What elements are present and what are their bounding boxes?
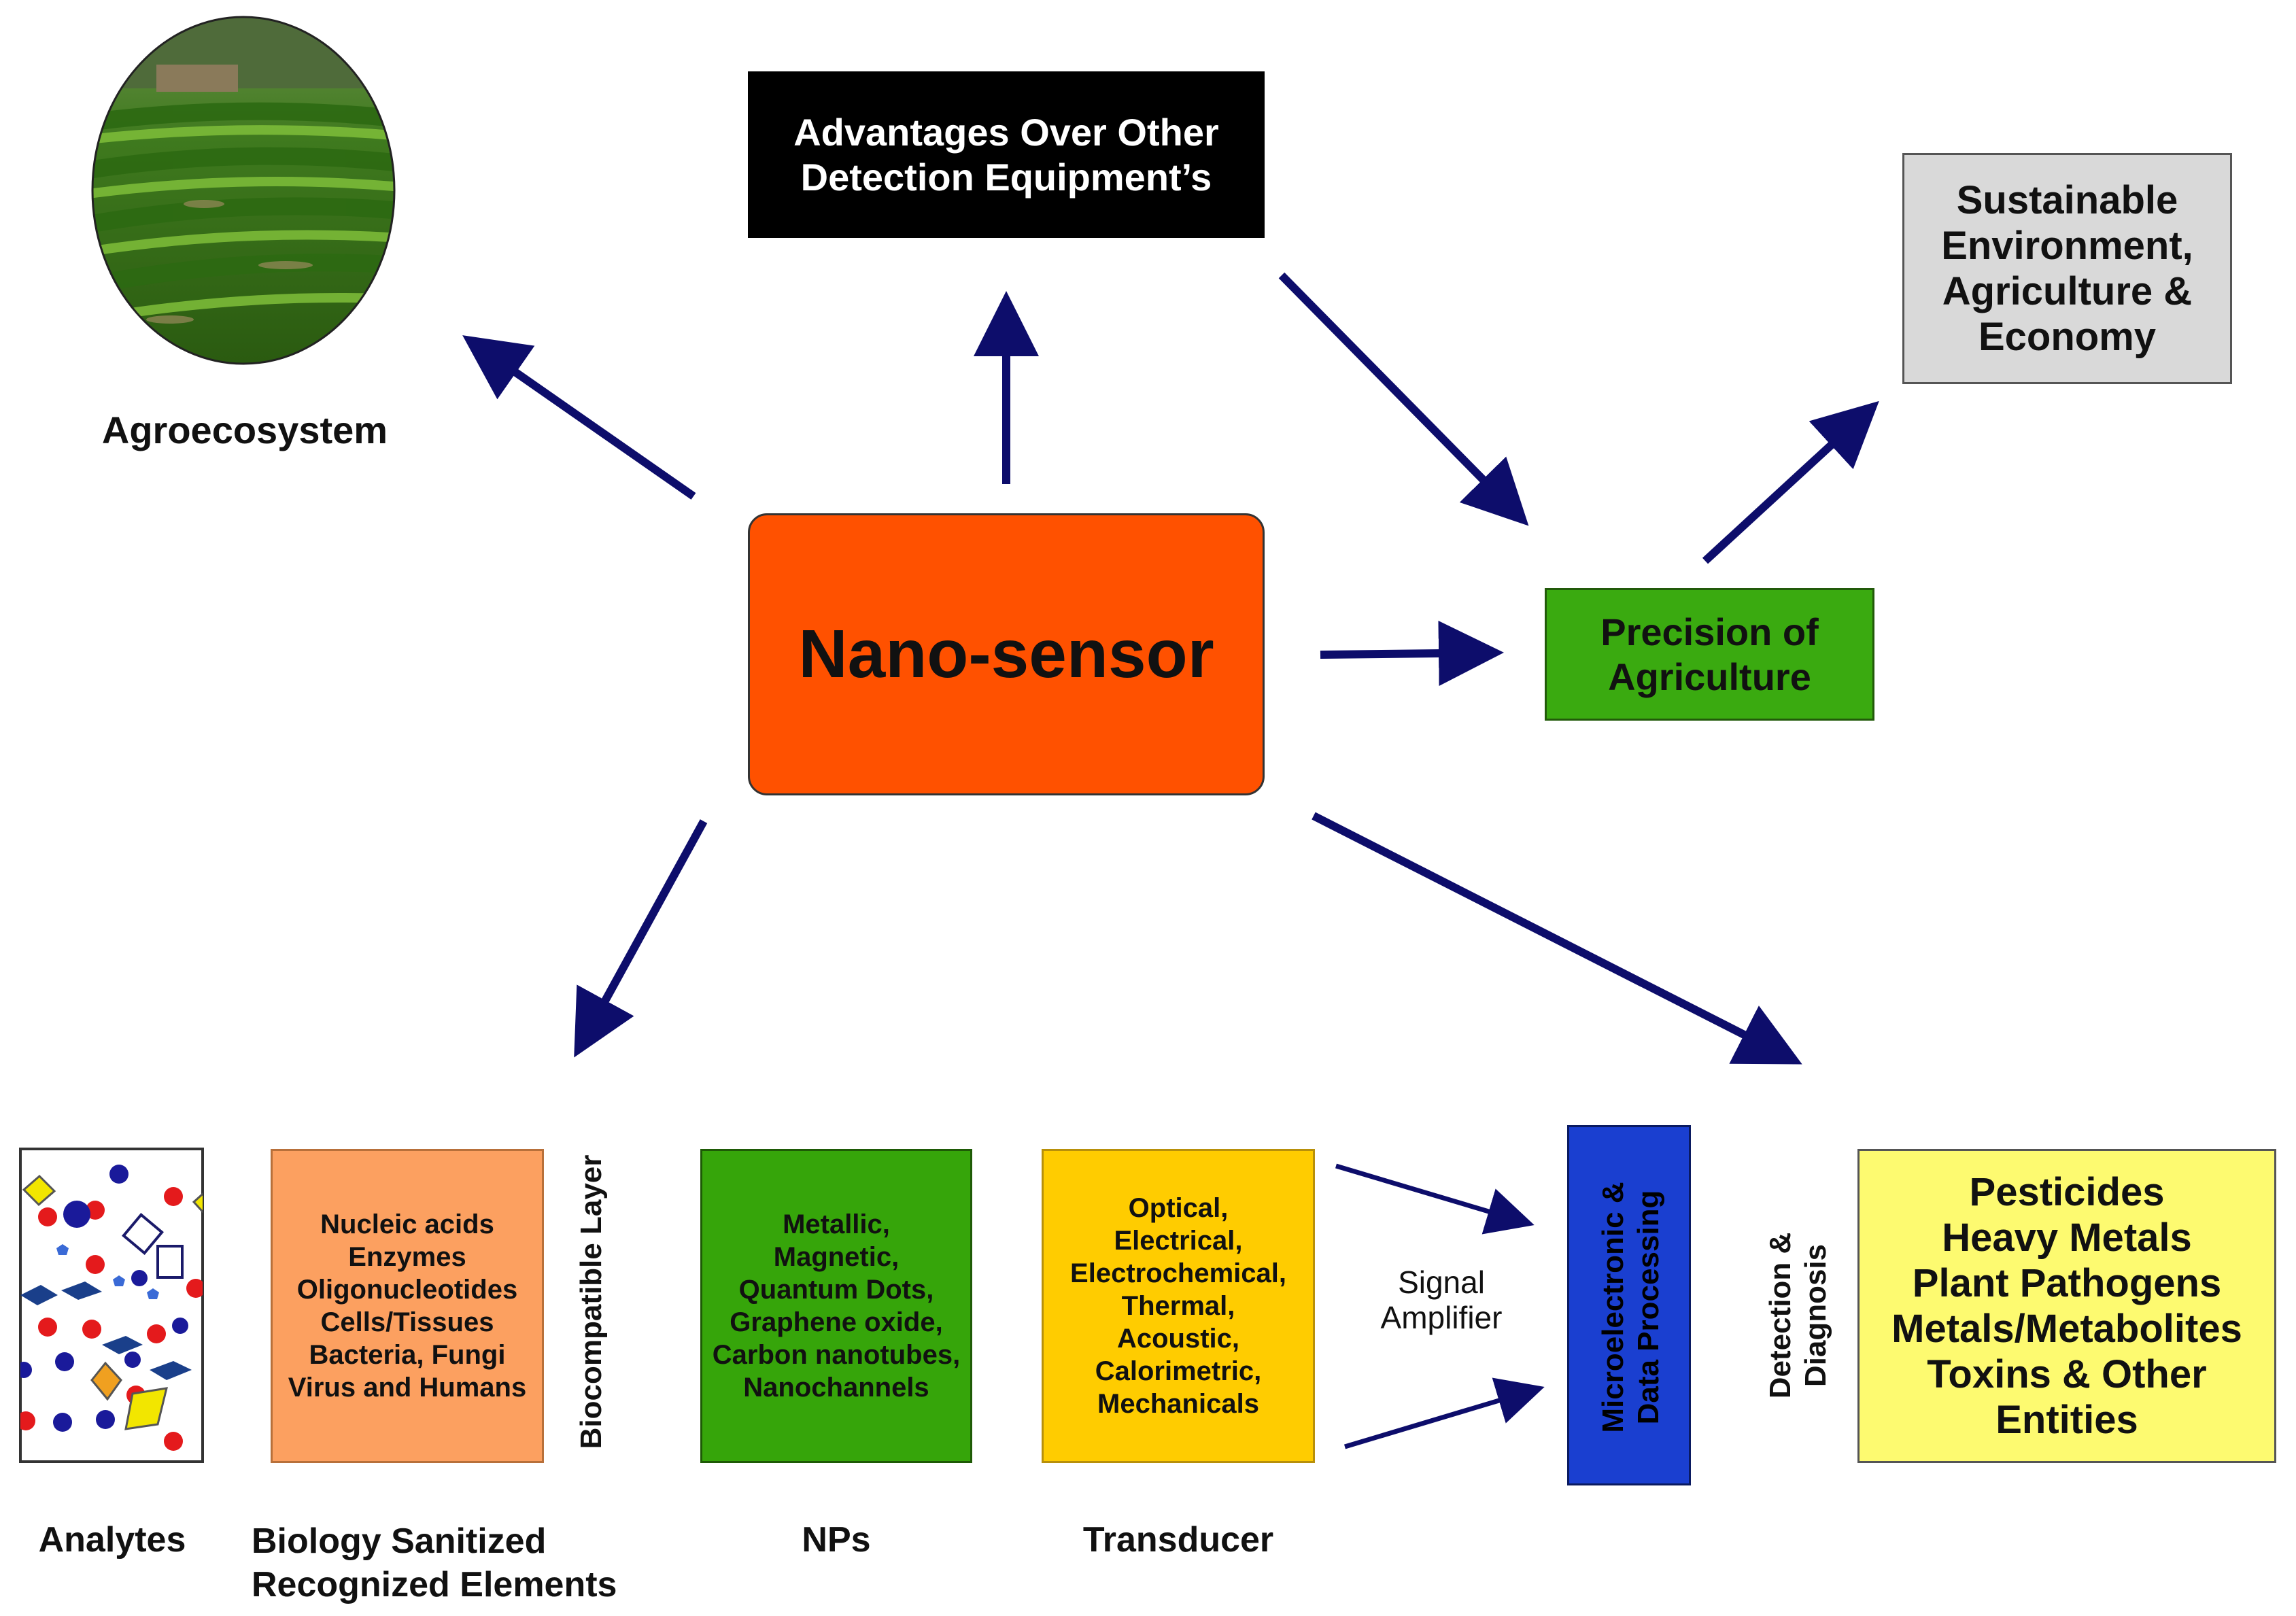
arrow-transducer-to-micro-top — [1335, 1163, 1535, 1235]
arrow-precision-to-sustainable — [1702, 400, 1879, 564]
targets-box: Pesticides Heavy Metals Plant Pathogens … — [1857, 1149, 2276, 1463]
arrow-to-detection — [1312, 812, 1802, 1065]
analytes-caption: Analytes — [38, 1520, 186, 1560]
arrow-to-precision — [1320, 620, 1504, 686]
transducer-box: Optical, Electrical, Electrochemical, Th… — [1042, 1149, 1315, 1463]
biocompatible-layer-label: Biocompatible Layer — [575, 1154, 608, 1449]
arrow-to-biological-layer — [574, 819, 708, 1058]
nps-caption: NPs — [802, 1520, 871, 1560]
biology-caption: Biology Sanitized Recognized Elements — [252, 1522, 617, 1604]
arrow-transducer-to-micro-bottom — [1343, 1377, 1545, 1449]
arrow-to-agroecosystem — [462, 335, 696, 500]
advantages-box: Advantages Over Other Detection Equipmen… — [748, 71, 1265, 238]
hollow-square-icon — [122, 1213, 184, 1279]
biological-elements-box: Nucleic acids Enzymes Oligonucleotides C… — [271, 1149, 544, 1463]
agroecosystem-label: Agroecosystem — [101, 409, 388, 451]
precision-box: Precision of Agriculture — [1545, 588, 1874, 721]
blue-particle-icon — [20, 1165, 188, 1432]
detection-diagnosis-label: Detection & Diagnosis — [1764, 1232, 1832, 1399]
blue-diamond-icon — [20, 1282, 192, 1380]
nano-sensor-box: Nano-sensor — [748, 513, 1265, 795]
arrow-advantages-to-precision — [1278, 272, 1529, 526]
blue-pentagon-icon — [56, 1244, 159, 1299]
nps-box: Metallic, Magnetic, Quantum Dots, Graphe… — [700, 1149, 972, 1463]
sustainable-box: Sustainable Environment, Agriculture & E… — [1902, 153, 2232, 384]
transducer-caption: Transducer — [1082, 1520, 1274, 1560]
red-particle-icon — [20, 1187, 203, 1451]
yellow-diamond-icon — [22, 1174, 203, 1430]
microelectronic-label: Microelectronic & Data Processing — [1596, 1182, 1665, 1433]
signal-amplifier-label: Signal Amplifier — [1380, 1265, 1503, 1335]
microelectronic-box: Microelectronic & Data Processing — [1567, 1125, 1691, 1485]
